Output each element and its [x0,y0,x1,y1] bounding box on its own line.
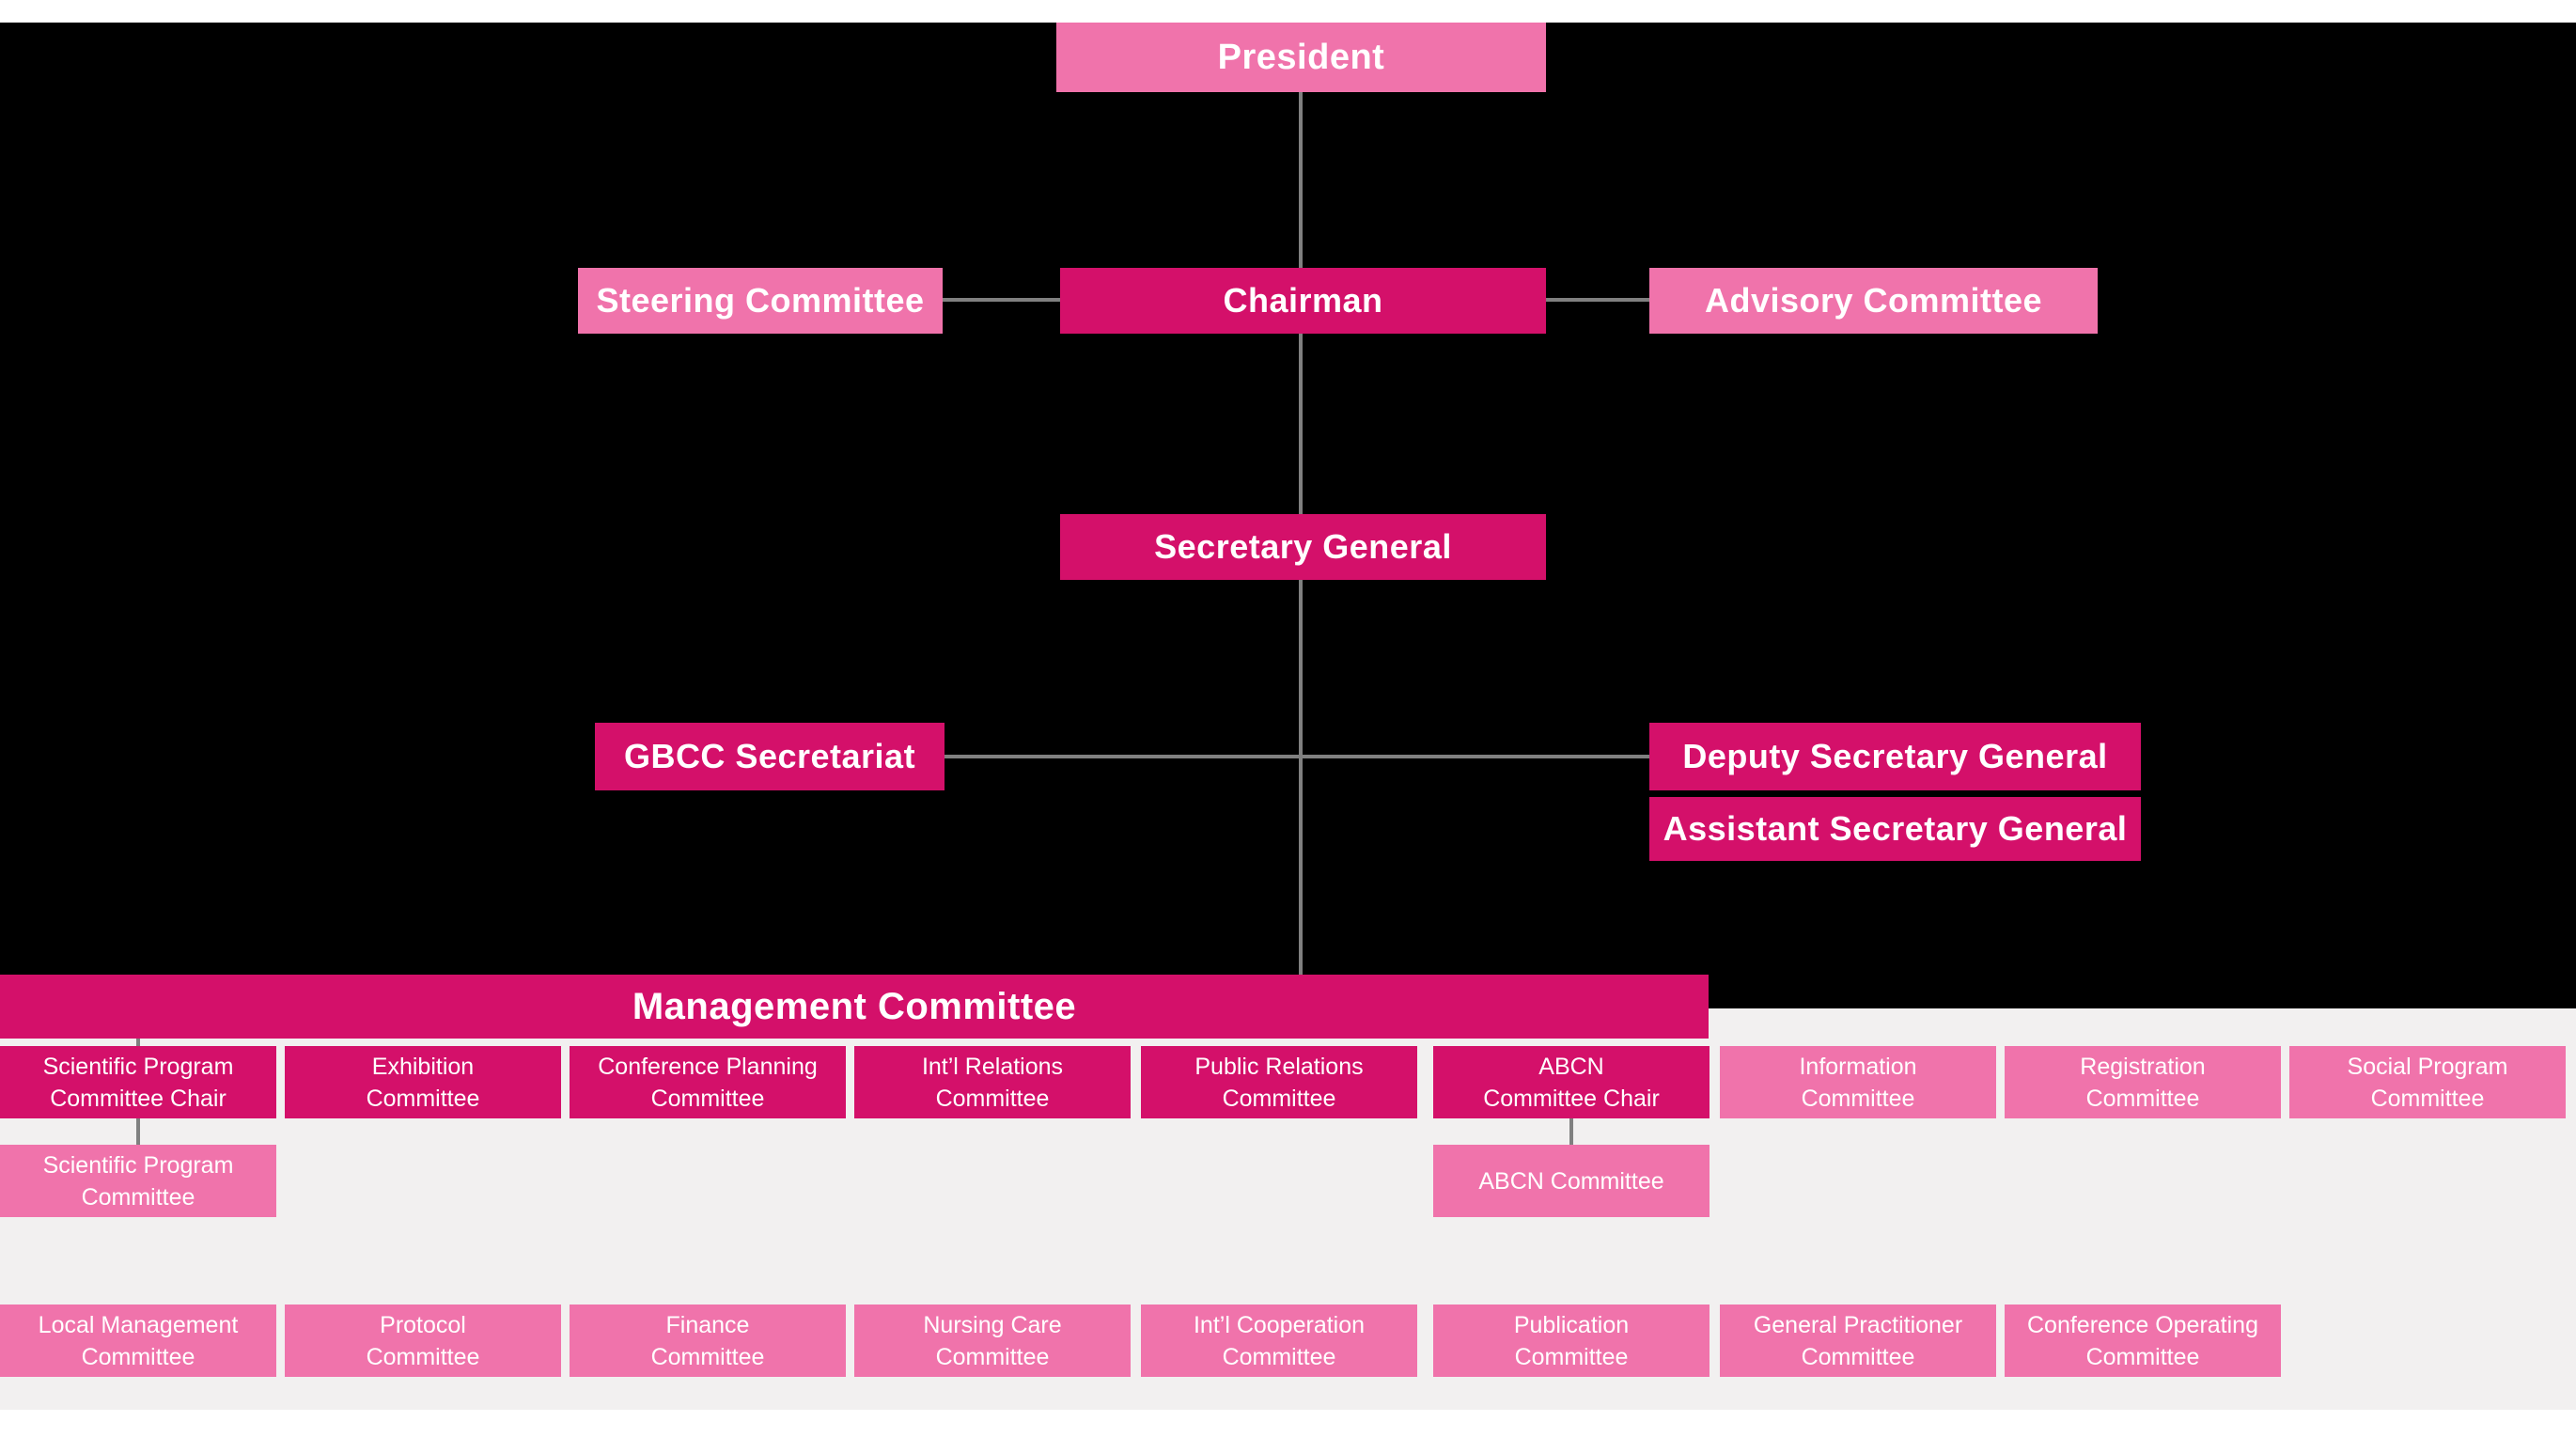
node-chairman: Chairman [1060,268,1546,334]
node-label-line: Committee [2085,1343,2200,1370]
node-deputy-secretary-general: Deputy Secretary General [1649,723,2141,790]
node-assistant-secretary-general: Assistant Secretary General [1649,797,2141,861]
node-abcn-committee: ABCN Committee [1433,1145,1710,1217]
node-label-line: Committee Chair [1483,1085,1660,1112]
node-label-line: ABCN [1538,1053,1604,1080]
node-label-line: Committee [366,1343,480,1370]
node-label-line: Conference Planning [598,1053,818,1080]
node-secretary-general-label: Secretary General [1154,527,1452,566]
node-label-line: Committee [1222,1343,1336,1370]
node-label-line: Int’l Cooperation [1193,1311,1366,1338]
node-advisory-committee-label: Advisory Committee [1704,281,2043,320]
node-label-line: Committee [2370,1085,2485,1112]
node-label-line: Committee [1222,1085,1336,1112]
node-management-committee-label: Management Committee [632,985,1077,1027]
node-label-line: Committee [1514,1343,1629,1370]
connector-scientific-chair-committee [136,1118,140,1145]
node-label-line: Committee [366,1085,480,1112]
connector-chairman-advisory [1546,298,1649,302]
node-advisory-committee: Advisory Committee [1649,268,2098,334]
node-label-line: Committee [81,1183,195,1211]
node-label-line: Conference Operating [2027,1311,2258,1338]
node-label-line: Committee [1801,1343,1915,1370]
connector-abcn-chair-committee [1569,1118,1573,1145]
node-label-line: Publication [1513,1311,1630,1338]
connector-gbcc-deputy [945,755,1649,758]
node-label-line: Committee [81,1343,195,1370]
node-deputy-secretary-general-label: Deputy Secretary General [1682,737,2108,775]
node-label-line: Committee [935,1085,1050,1112]
connector-steering-chairman [943,298,1060,302]
node-label-line: Committee [935,1343,1050,1370]
node-steering-committee-label: Steering Committee [596,281,925,320]
node-label-line: Local Management [38,1311,239,1338]
node-label-line: Registration [2080,1053,2206,1080]
node-label-line: Scientific Program [42,1053,234,1080]
node-label-line: Nursing Care [923,1311,1062,1338]
node-gbcc-secretariat-label: GBCC Secretariat [623,737,916,775]
node-label-line: Int’l Relations [921,1053,1064,1080]
node-label-line: Exhibition [371,1053,475,1080]
node-label-line: Information [1799,1053,1917,1080]
node-gbcc-secretariat: GBCC Secretariat [595,723,945,790]
node-secretary-general: Secretary General [1060,514,1546,580]
node-label-line: Scientific Program [42,1151,234,1179]
node-abcn-committee-chair: ABCN Committee Chair [1433,1046,1710,1118]
connector-president-chairman [1299,92,1303,268]
connector-management-scientific-chair [136,1039,140,1046]
node-chairman-label: Chairman [1223,281,1383,320]
node-label-line: Committee [1801,1085,1915,1112]
connector-secretary-management [1299,580,1303,975]
connector-chairman-secretary [1299,334,1303,514]
node-label-line: Finance [665,1311,750,1338]
node-steering-committee: Steering Committee [578,268,943,334]
node-label-line: Committee Chair [50,1085,226,1112]
node-management-committee: Management Committee [0,975,1709,1039]
node-president: President [1056,23,1546,92]
node-president-label: President [1217,37,1385,77]
node-label-line: Committee [650,1343,765,1370]
node-label-line: Public Relations [1194,1053,1364,1080]
node-label-line: General Practitioner [1753,1311,1963,1338]
node-label-line: Social Program [2347,1053,2508,1080]
node-label-line: ABCN Committee [1478,1167,1664,1195]
node-label-line: Committee [650,1085,765,1112]
node-label-line: Protocol [380,1311,466,1338]
node-label-line: Committee [2085,1085,2200,1112]
node-assistant-secretary-general-label: Assistant Secretary General [1663,809,2128,848]
